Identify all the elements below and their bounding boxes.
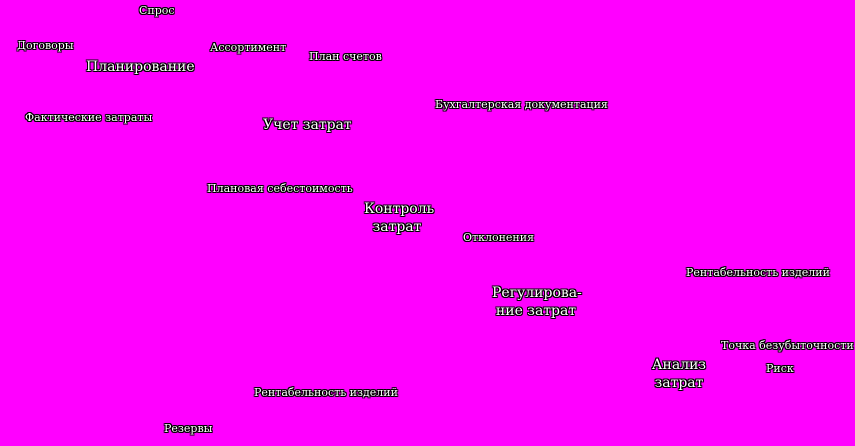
label-product-profitability-right: Рентабельность изделий bbox=[686, 266, 830, 279]
label-contracts: Договоры bbox=[17, 39, 74, 52]
label-reserves: Резервы bbox=[164, 422, 213, 435]
node-cost-analysis: Анализ затрат bbox=[649, 356, 709, 392]
label-actual-costs: Фактические затраты bbox=[25, 111, 153, 124]
node-cost-regulation: Регулирова- ние затрат bbox=[492, 284, 582, 320]
node-cost-accounting: Учет затрат bbox=[263, 117, 352, 133]
node-cost-control-line2: затрат bbox=[372, 219, 422, 235]
label-risk: Риск bbox=[766, 362, 794, 375]
node-cost-analysis-line1: Анализ bbox=[651, 357, 707, 373]
label-planned-cost-price: Плановая себестоимость bbox=[207, 182, 353, 195]
label-break-even-point: Точка безубыточности bbox=[721, 339, 854, 352]
label-accounting-docs: Бухгалтерская документация bbox=[435, 98, 608, 111]
node-cost-analysis-line2: затрат bbox=[654, 375, 704, 391]
label-product-profitability-bottom: Рентабельность изделий bbox=[254, 386, 398, 399]
node-cost-regulation-line1: Регулирова- bbox=[492, 285, 582, 301]
node-planning: Планирование bbox=[86, 59, 195, 75]
node-cost-control-line1: Контроль bbox=[364, 201, 435, 217]
label-chart-of-accounts: План счетов bbox=[309, 50, 382, 63]
label-deviations: Отклонения bbox=[463, 231, 535, 244]
label-demand: Спрос bbox=[139, 4, 175, 17]
label-assortment: Ассортимент bbox=[210, 41, 287, 54]
node-cost-control: Контроль затрат bbox=[364, 200, 435, 236]
node-cost-regulation-line2: ние затрат bbox=[495, 303, 577, 319]
